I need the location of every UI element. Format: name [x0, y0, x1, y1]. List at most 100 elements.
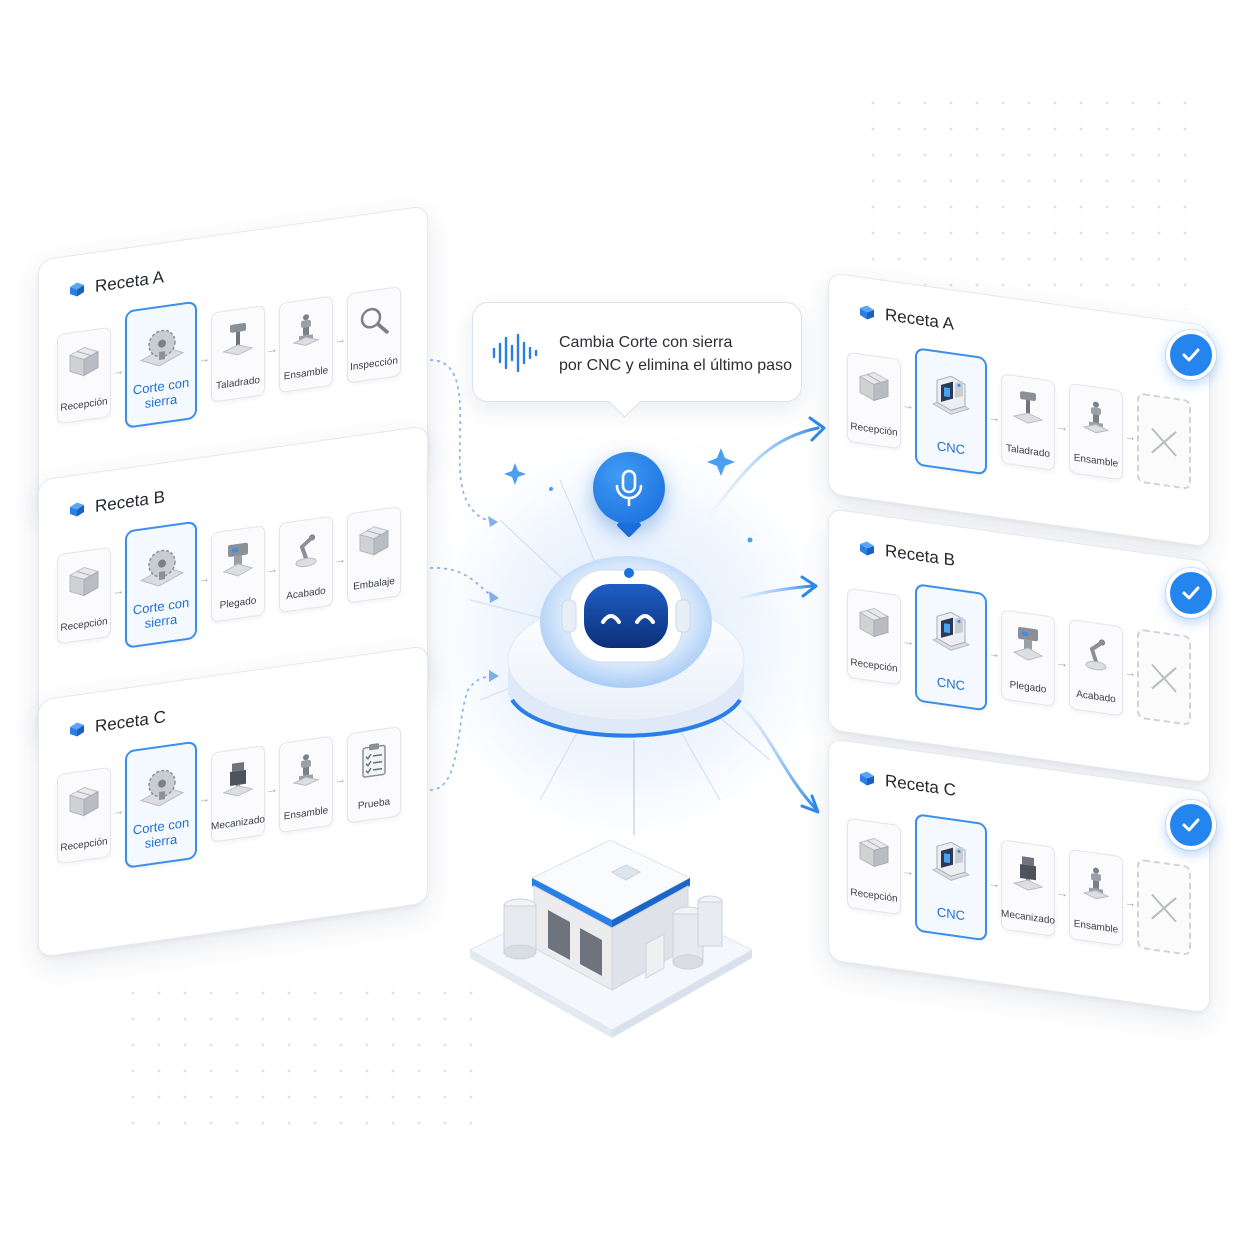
removed-step-slot[interactable] — [1137, 858, 1191, 957]
step-label: Embalaje — [353, 575, 395, 593]
voice-command-text: Cambia Corte con sierra por CNC y elimin… — [559, 331, 792, 377]
process-step[interactable]: Recepción — [57, 546, 111, 645]
arrow-right-icon: → — [1124, 664, 1136, 681]
step-sequence: Recepción→CNC→Plegado→Acabado→ — [847, 574, 1191, 740]
checkmark-icon — [1166, 568, 1216, 618]
checkmark-icon — [1166, 330, 1216, 380]
process-step[interactable]: CNC — [915, 813, 987, 942]
box-icon — [854, 600, 894, 646]
step-sequence: Recepción→Corte con sierra→Taladrado→Ens… — [57, 272, 401, 438]
process-step[interactable]: Embalaje — [347, 505, 401, 604]
arrow-right-icon: → — [334, 551, 346, 568]
process-step[interactable]: Recepción — [57, 766, 111, 865]
recipe-title-text: Receta A — [95, 267, 164, 296]
process-step[interactable]: Mecanizado — [1001, 839, 1055, 937]
process-step[interactable]: Taladrado — [211, 305, 265, 403]
arrow-right-icon: → — [112, 362, 124, 379]
arrow-right-icon: → — [1056, 885, 1068, 901]
process-step[interactable]: Acabado — [279, 515, 333, 614]
cube-icon — [860, 305, 874, 320]
box-icon — [64, 339, 104, 385]
process-step[interactable]: Recepción — [847, 351, 901, 450]
step-label: Taladrado — [216, 374, 260, 392]
step-label: CNC — [936, 674, 966, 694]
step-label: Corte con sierra — [132, 814, 190, 852]
arrow-right-icon: → — [198, 790, 210, 807]
microphone-button[interactable] — [593, 452, 665, 524]
arrow-right-icon: → — [112, 582, 124, 599]
saw-icon — [135, 538, 187, 597]
step-label: Taladrado — [1006, 442, 1050, 460]
magnifier-icon — [354, 298, 394, 344]
step-label: Inspección — [350, 354, 398, 373]
sound-wave-icon — [492, 333, 538, 373]
x-icon — [1144, 885, 1184, 931]
step-label: CNC — [936, 904, 966, 924]
arrow-right-icon: → — [266, 341, 278, 357]
bubble-tail — [608, 385, 641, 418]
process-step[interactable]: Recepción — [847, 817, 901, 916]
box-icon — [64, 559, 104, 605]
process-step[interactable]: Ensamble — [279, 735, 333, 834]
step-label: CNC — [936, 438, 966, 458]
dot-grid-decoration — [860, 90, 1190, 310]
process-step[interactable]: Prueba — [347, 725, 401, 824]
step-label: Corte con sierra — [132, 374, 190, 412]
assembly-icon — [286, 308, 326, 354]
process-step[interactable]: Corte con sierra — [125, 300, 197, 429]
process-step[interactable]: Taladrado — [1001, 373, 1055, 471]
process-step[interactable]: Recepción — [847, 587, 901, 686]
step-label: Recepción — [60, 835, 108, 854]
step-label: Recepción — [60, 395, 108, 414]
step-label: Acabado — [286, 585, 326, 602]
process-step[interactable]: Ensamble — [1069, 848, 1123, 947]
process-step[interactable]: Inspección — [347, 285, 401, 384]
box-icon — [354, 518, 394, 564]
arrow-right-icon: → — [988, 875, 1000, 892]
robot-icon — [561, 568, 691, 663]
recipe-title-text: Receta B — [885, 541, 955, 570]
arrow-right-icon: → — [1124, 894, 1136, 911]
step-label: Corte con sierra — [132, 594, 190, 632]
drill-icon — [1008, 385, 1048, 431]
step-label: Recepción — [60, 615, 108, 634]
step-label: Prueba — [357, 796, 391, 812]
process-step[interactable]: Corte con sierra — [125, 520, 197, 649]
saw-icon — [135, 758, 187, 817]
process-step[interactable]: CNC — [915, 583, 987, 712]
step-sequence: Recepción→Corte con sierra→Plegado→Acaba… — [57, 492, 401, 658]
x-icon — [1144, 655, 1184, 701]
saw-icon — [135, 318, 187, 377]
process-step[interactable]: Plegado — [1001, 609, 1055, 707]
process-step[interactable]: Ensamble — [279, 295, 333, 394]
step-label: Plegado — [219, 594, 257, 611]
process-step[interactable]: CNC — [915, 347, 987, 476]
drill-icon — [218, 317, 258, 363]
step-label: Acabado — [1076, 688, 1116, 705]
process-step[interactable]: Ensamble — [1069, 382, 1123, 481]
process-step[interactable]: Acabado — [1069, 618, 1123, 717]
step-label: Mecanizado — [1001, 907, 1055, 927]
assembly-icon — [286, 748, 326, 794]
cube-icon — [70, 282, 84, 297]
press-icon — [1008, 621, 1048, 667]
process-step[interactable]: Mecanizado — [211, 745, 265, 843]
step-label: Mecanizado — [211, 813, 265, 833]
process-step[interactable]: Plegado — [211, 525, 265, 623]
process-step[interactable]: Recepción — [57, 326, 111, 425]
process-step[interactable]: Corte con sierra — [125, 740, 197, 869]
step-label: Plegado — [1009, 679, 1047, 696]
robot-arm-icon — [1076, 631, 1116, 677]
cube-icon — [70, 502, 84, 517]
arrow-right-icon: → — [902, 633, 914, 650]
removed-step-slot[interactable] — [1137, 392, 1191, 491]
recipe-title: Receta A — [859, 301, 954, 334]
removed-step-slot[interactable] — [1137, 628, 1191, 727]
step-label: Recepción — [850, 656, 898, 675]
